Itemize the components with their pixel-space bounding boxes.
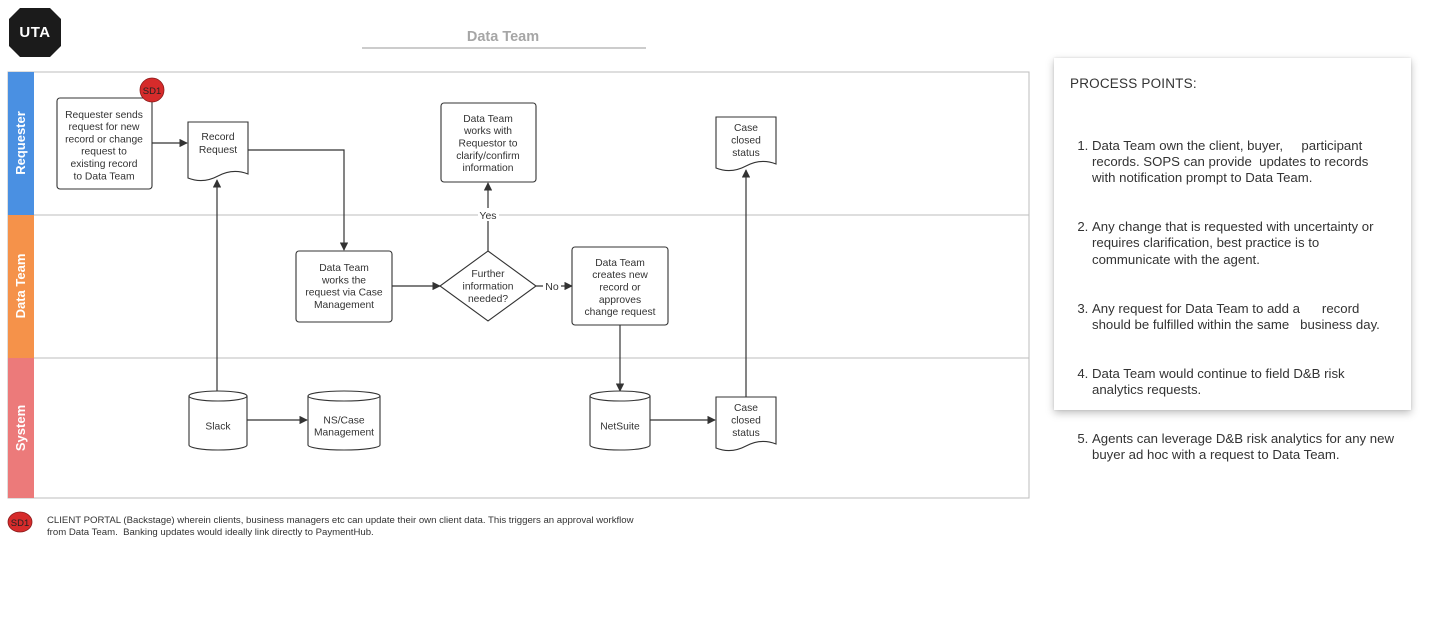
- label-line: request via Case: [305, 288, 383, 299]
- label-line: closed: [731, 416, 761, 427]
- process-points-list: Data Team own the client, buyer, partici…: [1070, 105, 1395, 496]
- label-line: request to: [81, 147, 127, 158]
- label-line: Case: [734, 403, 758, 414]
- node-requester-sends: [56, 97, 153, 190]
- edge-record-to-works-request: [248, 149, 349, 251]
- label-line: record or: [599, 283, 641, 294]
- swimlanes: Requester Data Team System: [7, 71, 1030, 499]
- label-line: NS/Case: [323, 415, 364, 426]
- process-points-card: PROCESS POINTS: Data Team own the client…: [1054, 58, 1411, 462]
- node-case-closed-bottom: [715, 396, 777, 452]
- process-point: Data Team would continue to field D&B ri…: [1092, 366, 1395, 399]
- label-line: existing record: [71, 159, 138, 170]
- edge-label-no: No: [545, 281, 559, 293]
- db-slack: [188, 396, 248, 451]
- label-line: Management: [314, 428, 374, 439]
- sd1-badge-text: SD1: [143, 86, 161, 97]
- node-further-info-decision: [439, 250, 537, 322]
- label-line: Further: [471, 269, 505, 280]
- label-line: Data Team: [463, 114, 513, 125]
- lane-header-data-team: [8, 215, 34, 358]
- yes-label-bg: [478, 208, 499, 221]
- process-point: Any change that is requested with uncert…: [1092, 219, 1395, 268]
- label-line: Management: [314, 300, 374, 311]
- label-line: request for new: [69, 122, 141, 133]
- label-line: status: [732, 148, 759, 159]
- connectors: [152, 138, 751, 425]
- label-line: record or change: [65, 134, 143, 145]
- label-line: Case: [734, 123, 758, 134]
- sd1-badge[interactable]: SD1: [139, 77, 165, 103]
- process-point: Agents can leverage D&B risk analytics f…: [1092, 431, 1395, 464]
- footnote-badge: SD1: [7, 511, 33, 533]
- lane-header-system: [8, 358, 34, 498]
- label-line: NetSuite: [600, 422, 640, 433]
- edge-label-yes: Yes: [479, 210, 496, 222]
- footnote-badge-text: SD1: [11, 518, 29, 529]
- node-data-team-works-request: [295, 250, 393, 323]
- process-point: Any request for Data Team to add a recor…: [1092, 301, 1395, 334]
- lane-label-requester: Requester: [13, 111, 28, 175]
- footnote-text: CLIENT PORTAL (Backstage) wherein client…: [47, 515, 634, 538]
- label-line: closed: [731, 136, 761, 147]
- db-ns-case: [307, 396, 381, 451]
- node-data-team-creates: [571, 246, 669, 326]
- node-record-request: [187, 121, 249, 182]
- label-line: to Data Team: [73, 171, 134, 182]
- db-netsuite: [589, 396, 651, 451]
- page-title: Data Team: [467, 29, 539, 45]
- label-line: status: [732, 428, 759, 439]
- no-label-bg: [543, 279, 561, 292]
- cylinders: [188, 390, 651, 451]
- node-data-team-works-with: [440, 102, 537, 183]
- label-line: Request: [199, 145, 237, 156]
- label-line: information: [463, 282, 514, 293]
- label-line: creates new: [592, 270, 648, 281]
- lane-label-data-team: Data Team: [13, 254, 28, 319]
- process-points-heading: PROCESS POINTS:: [1070, 76, 1197, 91]
- label-line: clarify/confirm: [456, 151, 520, 162]
- label-line: needed?: [468, 294, 508, 305]
- label-line: works the: [321, 275, 366, 286]
- label-line: Slack: [205, 422, 231, 433]
- label-line: works with: [463, 126, 512, 137]
- node-shapes: [56, 97, 777, 452]
- label-line: Requester sends: [65, 110, 143, 121]
- lane-label-system: System: [13, 405, 28, 451]
- label-netsuite: NetSuite: [600, 422, 640, 433]
- process-point: Data Team own the client, buyer, partici…: [1092, 138, 1395, 187]
- label-line: change request: [585, 307, 656, 318]
- label-line: Requestor to: [459, 139, 518, 150]
- label-line: information: [463, 163, 514, 174]
- lane-system: [7, 357, 1030, 499]
- label-line: Data Team: [595, 258, 645, 269]
- label-line: Record: [201, 132, 234, 143]
- label-line: Data Team: [319, 263, 369, 274]
- logo-text: UTA: [19, 24, 50, 41]
- label-slack: Slack: [205, 422, 231, 433]
- uta-logo: UTA: [9, 8, 61, 57]
- label-line: approves: [599, 295, 641, 306]
- lane-header-requester: [8, 72, 34, 215]
- node-case-closed-top: [715, 116, 777, 172]
